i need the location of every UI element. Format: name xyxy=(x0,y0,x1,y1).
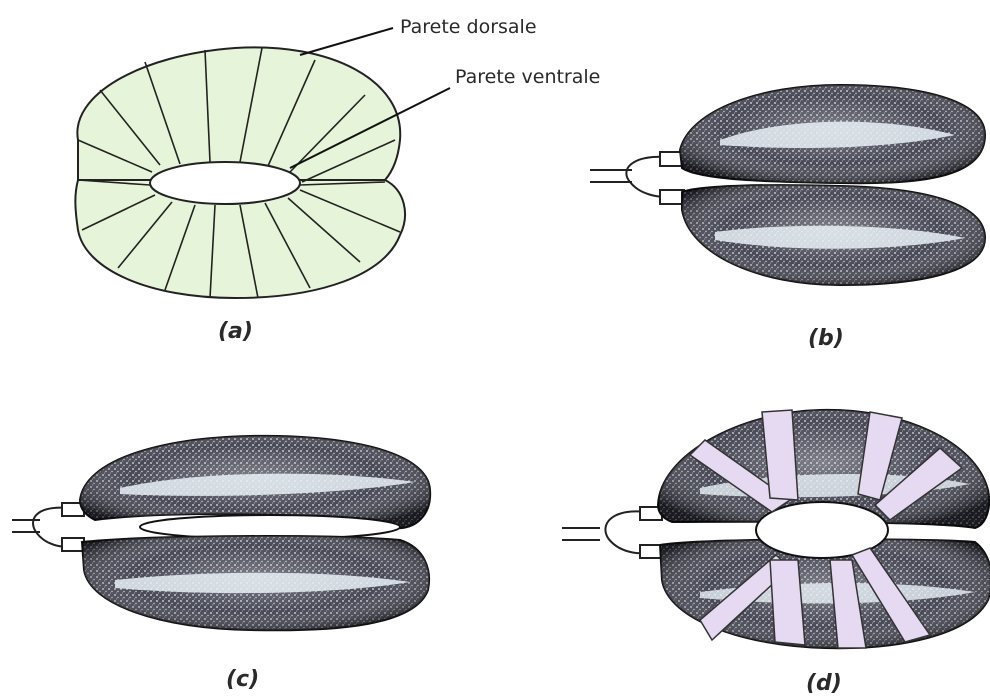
panel-a-hole xyxy=(150,162,300,204)
caption-d: (d) xyxy=(806,671,842,696)
caption-a: (a) xyxy=(218,319,253,344)
ventral-wall-label: Parete ventrale xyxy=(455,66,600,88)
panel-d: (d) xyxy=(562,410,990,696)
panel-c-valve xyxy=(12,503,84,551)
dorsal-leader-line xyxy=(300,28,393,55)
panel-d-valve xyxy=(562,507,662,558)
panel-a: Parete dorsale Parete ventrale (a) xyxy=(75,16,600,344)
strap-6 xyxy=(770,560,805,645)
panel-b: (b) xyxy=(590,85,985,351)
dorsal-wall-label: Parete dorsale xyxy=(400,16,537,38)
panel-c: (c) xyxy=(12,436,430,692)
panel-b-valve xyxy=(590,152,684,204)
caption-c: (c) xyxy=(226,667,259,692)
caption-b: (b) xyxy=(808,326,844,351)
